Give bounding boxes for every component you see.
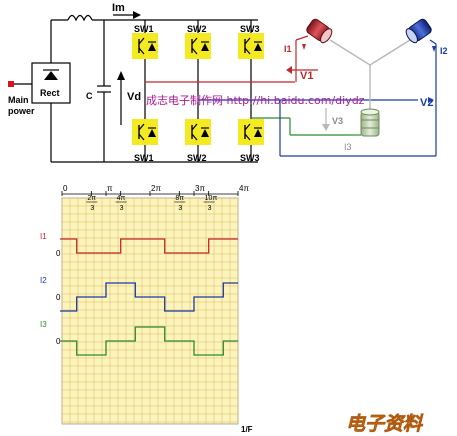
i2-label: I2	[440, 46, 448, 56]
capacitor-label: C	[86, 91, 93, 101]
vd-arrow	[117, 71, 125, 125]
switch-label: SW2	[187, 153, 207, 163]
i1-arrow	[302, 44, 306, 50]
series-label-i1: I1	[40, 232, 47, 241]
coil-2-icon	[405, 18, 432, 44]
x-axis-label: 1/F	[241, 425, 253, 434]
coil-3-icon	[360, 108, 380, 137]
x-tick-label: 2π	[151, 184, 161, 193]
series-line-i2	[60, 282, 238, 312]
series-zero-label: 0	[56, 249, 61, 258]
im-label: Im	[112, 2, 125, 14]
switch-top-2	[185, 33, 211, 59]
motor-windings	[279, 18, 437, 157]
switch-top-3	[238, 33, 264, 59]
series-zero-label: 0	[56, 293, 61, 302]
switch-label: SW1	[134, 153, 154, 163]
vd-label: Vd	[127, 91, 141, 103]
inductor-icon	[67, 14, 93, 22]
x-tick-label-num: 10π	[205, 195, 218, 202]
switch-bottom-3	[238, 119, 264, 145]
footer-logo: 电子资料	[346, 413, 424, 435]
v1-arrow	[286, 66, 292, 74]
series-line-i1	[60, 238, 238, 254]
im-arrow	[113, 11, 141, 19]
series-line-i3	[60, 326, 238, 356]
main-power-terminal	[8, 81, 14, 87]
i3-label: I3	[344, 142, 352, 152]
rect-label: Rect	[40, 88, 60, 98]
v1-label: V1	[300, 70, 313, 82]
x-tick-label: 4π	[239, 184, 249, 193]
switch-bottom-2	[185, 119, 211, 145]
series-label-i2: I2	[40, 276, 47, 285]
i2-arrow	[432, 46, 436, 52]
x-tick-label-num: 2π	[87, 195, 96, 202]
v2-label: V2	[420, 97, 433, 109]
x-tick-label-den: 3	[120, 205, 124, 212]
coil-1-icon	[306, 18, 333, 44]
x-tick-label-den: 3	[90, 205, 94, 212]
v2-arrow	[428, 97, 434, 103]
switch-top-1	[132, 33, 158, 59]
v3-label: V3	[332, 116, 343, 126]
x-tick-label-den: 3	[208, 205, 212, 212]
series-zero-label: 0	[56, 337, 61, 346]
series-label-i3: I3	[40, 320, 47, 329]
switch-label: SW1	[134, 24, 154, 34]
circuit-diagram	[8, 11, 418, 163]
switch-label: SW2	[187, 24, 207, 34]
diode-icon	[43, 69, 59, 80]
x-tick-label: 0	[63, 184, 68, 193]
x-tick-label-num: 8π	[175, 195, 184, 202]
x-tick-label-num: 4π	[117, 195, 126, 202]
switch-label: SW3	[240, 153, 260, 163]
x-tick-label: π	[107, 184, 113, 193]
site-watermark: 成志电子制作网 http://hi.baidu.com/diydz	[146, 94, 365, 107]
x-tick-label: 3π	[195, 184, 205, 193]
i1-label: I1	[284, 44, 292, 54]
switch-label: SW3	[240, 24, 260, 34]
v3-arrow	[322, 124, 330, 131]
switch-bottom-1	[132, 119, 158, 145]
x-tick-label-den: 3	[178, 205, 182, 212]
